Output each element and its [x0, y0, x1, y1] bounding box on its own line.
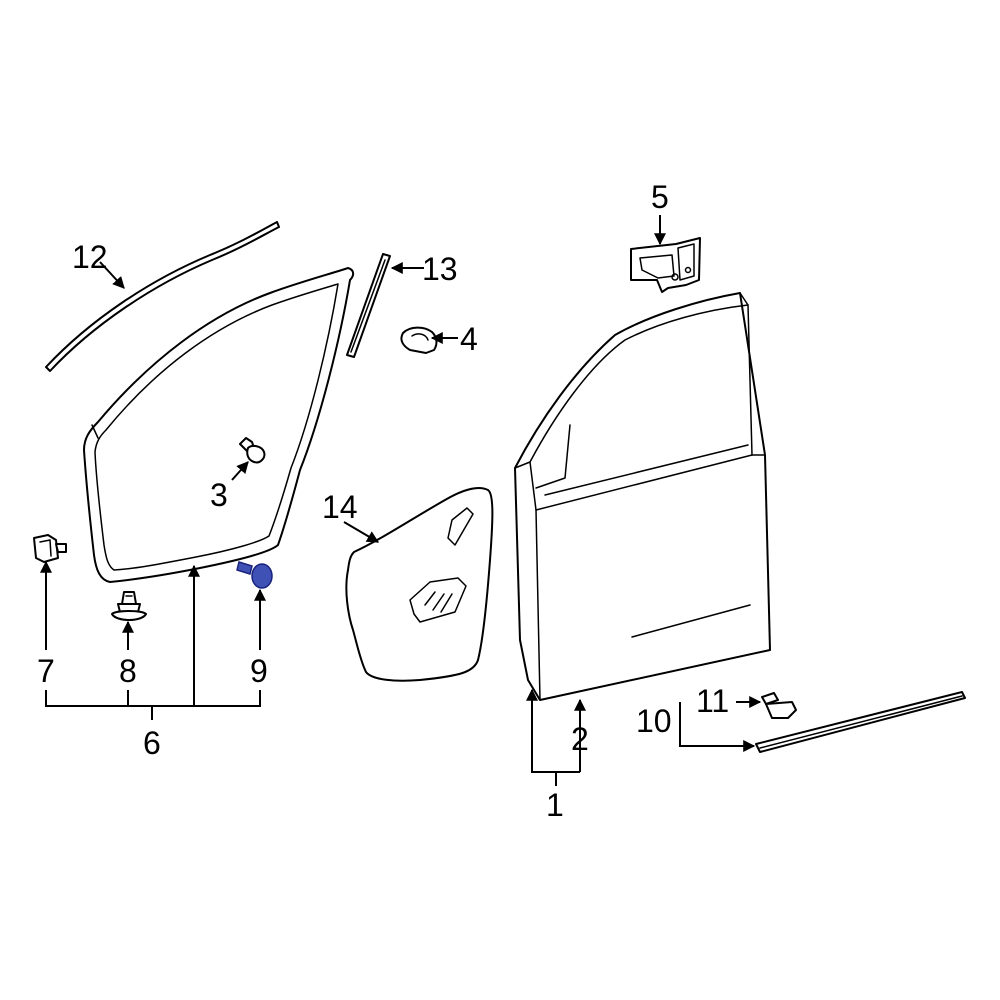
callout-9: 9: [250, 653, 268, 689]
part-13-channel-strip[interactable]: [346, 253, 391, 358]
part-4-cap[interactable]: [400, 326, 438, 354]
part-11-clip[interactable]: [761, 692, 797, 719]
part-9-clip-highlighted[interactable]: [236, 561, 273, 589]
part-14-trim-panel[interactable]: [345, 487, 494, 682]
callout-8: 8: [119, 653, 137, 689]
part-12-roof-molding[interactable]: [45, 221, 280, 372]
part-9-head: [251, 563, 273, 589]
part-8-clip[interactable]: [111, 591, 147, 621]
callout-2: 2: [571, 721, 589, 757]
callout-13: 13: [422, 251, 458, 287]
callout-4: 4: [460, 321, 478, 357]
part-9-shank: [236, 561, 253, 575]
part-5-bracket[interactable]: [630, 237, 701, 293]
callout-3: 3: [210, 477, 228, 513]
part-6-weatherstrip[interactable]: [83, 267, 355, 583]
callout-7: 7: [37, 653, 55, 689]
callout-12: 12: [72, 239, 108, 275]
callout-10: 10: [636, 703, 672, 739]
part-3-clip[interactable]: [239, 437, 266, 464]
callout-6: 6: [143, 725, 161, 761]
callout-11: 11: [696, 683, 729, 719]
leader-lines: [40, 215, 762, 786]
part-10-belt-molding[interactable]: [755, 691, 966, 753]
callout-14: 14: [322, 489, 358, 525]
callout-labels: 12 13 4 5 3 14 7 8 9 6 2 1 11 10: [37, 179, 729, 823]
callout-1: 1: [546, 787, 564, 823]
callout-5: 5: [651, 179, 669, 215]
part-7-retainer[interactable]: [33, 534, 67, 563]
part-1-door-shell[interactable]: [514, 292, 771, 701]
